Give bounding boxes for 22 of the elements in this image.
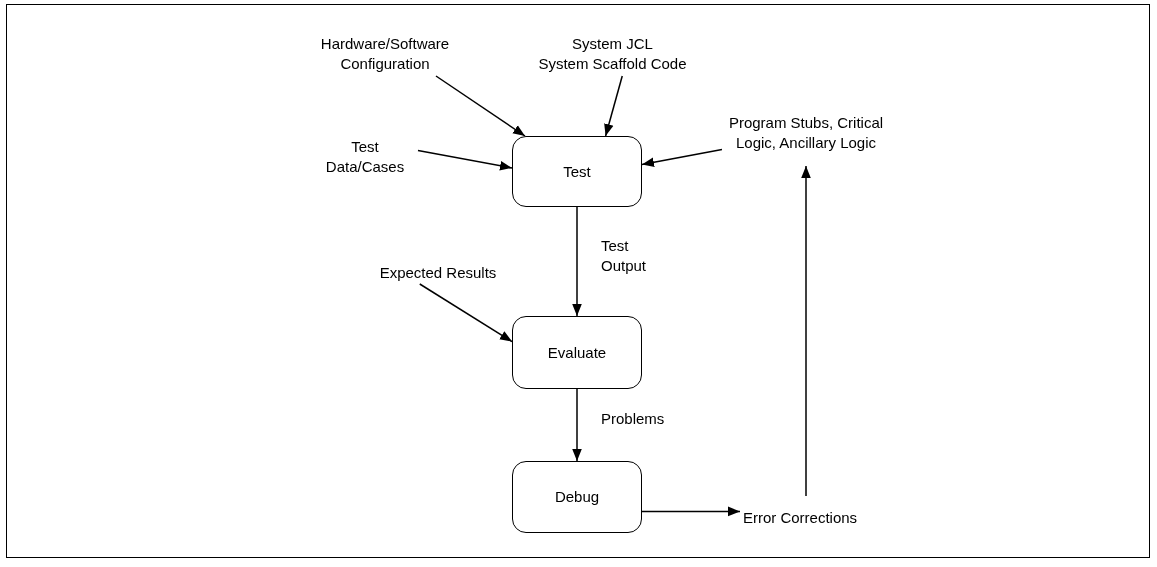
node-text: Expected Results bbox=[379, 263, 497, 283]
process-box bbox=[512, 316, 642, 389]
node-text: System JCL bbox=[572, 34, 653, 54]
arrow bbox=[604, 75, 623, 137]
process-box bbox=[512, 461, 642, 533]
node-text: Test Data/Cases bbox=[324, 137, 406, 177]
arrow bbox=[419, 283, 513, 343]
node-text: Evaluate bbox=[547, 342, 607, 363]
arrow bbox=[641, 148, 723, 167]
arrow bbox=[641, 506, 741, 517]
node-text: System Scaffold Code bbox=[538, 54, 687, 74]
arrow bbox=[417, 149, 513, 171]
node-text: Test bbox=[563, 161, 591, 182]
process-box bbox=[512, 136, 642, 207]
node-text: Debug bbox=[554, 487, 600, 507]
arrow bbox=[572, 388, 582, 462]
arrow bbox=[435, 75, 526, 137]
arrow bbox=[801, 165, 811, 497]
node-text: Program Stubs, Critical Logic, Ancillary Logic bbox=[727, 113, 885, 153]
node-text: Error Corrections bbox=[742, 508, 858, 528]
arrow bbox=[572, 206, 582, 317]
node-text: Hardware/Software Configuration bbox=[319, 34, 451, 74]
